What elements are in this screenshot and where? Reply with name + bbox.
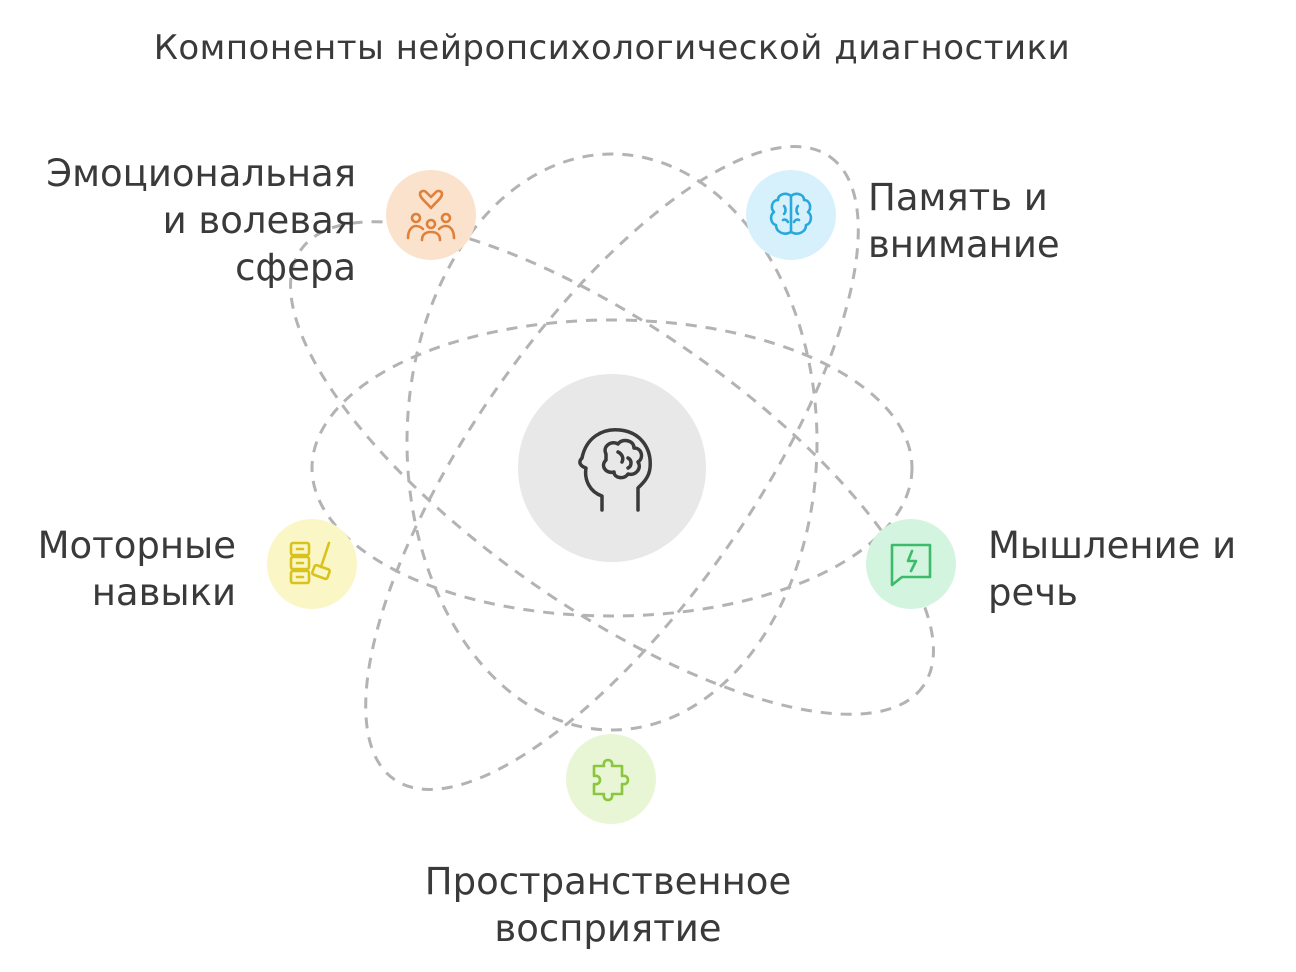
memory-label-line: Память и (868, 176, 1048, 219)
center-node (518, 374, 706, 562)
orbit-ellipse-diagonal-a (289, 220, 935, 716)
memory-label: Память и внимание (868, 174, 1060, 268)
orbit-ellipse-diagonal-b (364, 145, 860, 791)
thinking-label: Мышление и речь (988, 522, 1236, 616)
speech-bubble-icon (890, 543, 932, 587)
diagram-title: Компоненты нейропсихологической диагност… (153, 28, 1071, 68)
thinking-label-line: Мышление и (988, 524, 1237, 567)
memory-label-line: внимание (868, 223, 1060, 266)
puzzle-icon (592, 758, 630, 802)
emotional-label: Эмоциональная и волевая сфера (46, 150, 356, 291)
thinking-label-line: речь (988, 571, 1078, 614)
orbit-ellipse-vertical (405, 152, 819, 732)
spatial-label: Пространственное восприятие (0, 858, 1216, 952)
emotional-label-line: сфера (235, 246, 356, 289)
motor-label-line: навыки (91, 571, 236, 614)
family-heart-icon (406, 189, 456, 242)
thinking-node (866, 519, 956, 609)
emotional-label-line: и волевая (162, 199, 356, 242)
spatial-label-line: Пространственное (424, 860, 792, 903)
blocks-hammer-icon (289, 541, 331, 585)
motor-label: Моторные навыки (38, 522, 236, 616)
orbit-ellipse-horizontal (310, 318, 914, 618)
spatial-node (566, 734, 656, 824)
emotional-node (386, 170, 476, 260)
brain-icon (769, 192, 813, 235)
emotional-label-line: Эмоциональная (46, 152, 356, 195)
motor-node (267, 519, 357, 609)
motor-label-line: Моторные (37, 524, 236, 567)
memory-node (746, 170, 836, 260)
head-brain-icon (578, 428, 652, 512)
spatial-label-line: восприятие (494, 907, 722, 950)
